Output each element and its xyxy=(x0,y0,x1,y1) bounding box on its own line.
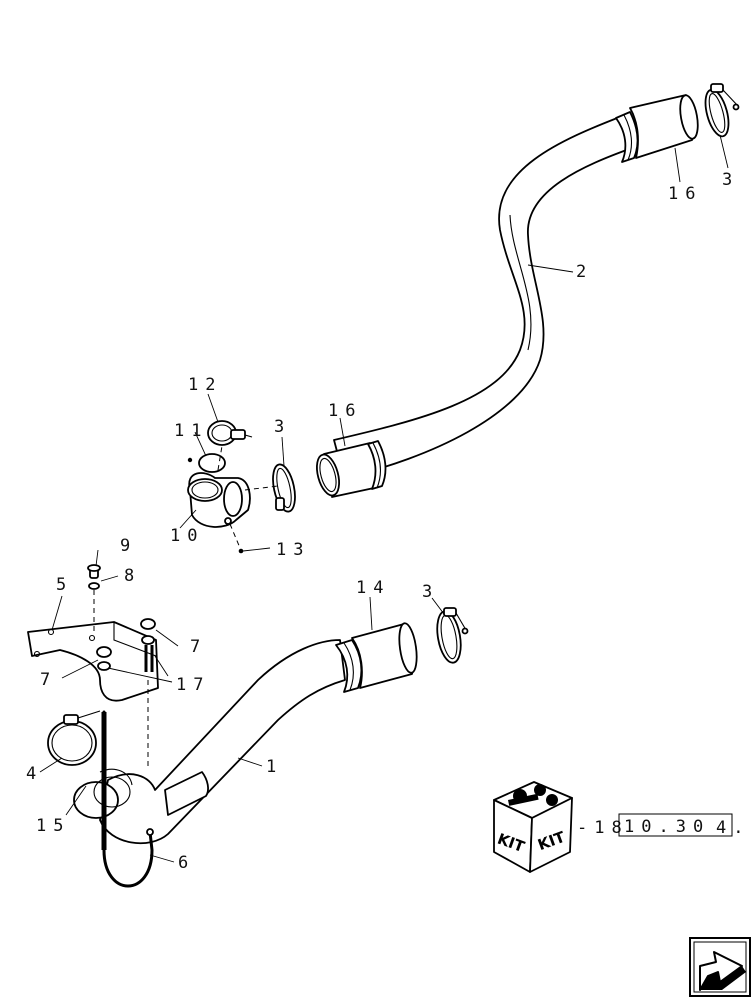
callout-17: 17 xyxy=(176,675,210,695)
callout-3-top: 3 xyxy=(722,170,739,190)
callout-4: 4 xyxy=(26,764,43,784)
oring-11 xyxy=(187,453,226,473)
callout-9: 9 xyxy=(120,536,137,556)
callout-3-low: 3 xyxy=(422,582,439,602)
washer-8 xyxy=(88,582,100,590)
clamp-4 xyxy=(47,710,101,766)
collar-16-mid xyxy=(316,440,387,498)
callout-11: 11 xyxy=(174,421,208,441)
kit-ref-boxed-number: 10.30 xyxy=(624,817,710,837)
ubolt-6 xyxy=(101,710,154,888)
collar-16-top xyxy=(615,94,699,163)
leader-lines xyxy=(39,134,729,863)
nut-7-left xyxy=(96,646,112,671)
collar-14 xyxy=(335,622,418,693)
next-page-arrow-icon[interactable] xyxy=(689,937,751,997)
bolt-13 xyxy=(238,548,244,554)
studs-17 xyxy=(144,645,154,672)
callout-5: 5 xyxy=(56,575,73,595)
clamp-3-top xyxy=(704,83,740,138)
callout-3-mid: 3 xyxy=(274,417,291,437)
kit-ref-prefix: -18 xyxy=(577,818,629,838)
hose-lower xyxy=(73,639,346,845)
assembly-line-bolt13 xyxy=(229,523,241,549)
kit-reference: KIT KIT -18 10.30 4. xyxy=(493,781,750,873)
kit-ref-box xyxy=(618,813,733,837)
callout-14: 14 xyxy=(356,578,390,598)
clamp-3-low xyxy=(436,607,469,664)
callout-15: 15 xyxy=(36,816,70,836)
callout-10: 10 xyxy=(170,526,204,546)
callout-7-right: 7 xyxy=(190,637,207,657)
callout-12: 12 xyxy=(188,375,222,395)
assembly-line-elbow xyxy=(244,485,279,491)
callout-labels: 2 3 16 12 11 10 13 3 16 9 8 5 14 3 7 7 1… xyxy=(26,170,739,873)
bolt-9 xyxy=(87,564,101,579)
callout-13: 13 xyxy=(276,540,310,560)
callout-2: 2 xyxy=(576,262,593,282)
assembly-line-clamp12 xyxy=(217,445,223,471)
bracket-5 xyxy=(27,621,159,702)
nut-7-right xyxy=(140,618,156,645)
clamp-12 xyxy=(207,420,253,446)
kit-ref-suffix: 4. xyxy=(716,818,750,838)
kit-box-icon: KIT KIT xyxy=(493,781,573,873)
callout-16-mid: 16 xyxy=(328,401,362,421)
callout-1: 1 xyxy=(266,757,283,777)
callout-8: 8 xyxy=(124,566,141,586)
elbow-10 xyxy=(187,472,251,528)
clamp-3-mid xyxy=(272,463,296,513)
callout-6: 6 xyxy=(178,853,195,873)
hose-upper xyxy=(333,114,633,479)
callout-7-left: 7 xyxy=(40,670,57,690)
callout-16-top: 16 xyxy=(668,184,702,204)
